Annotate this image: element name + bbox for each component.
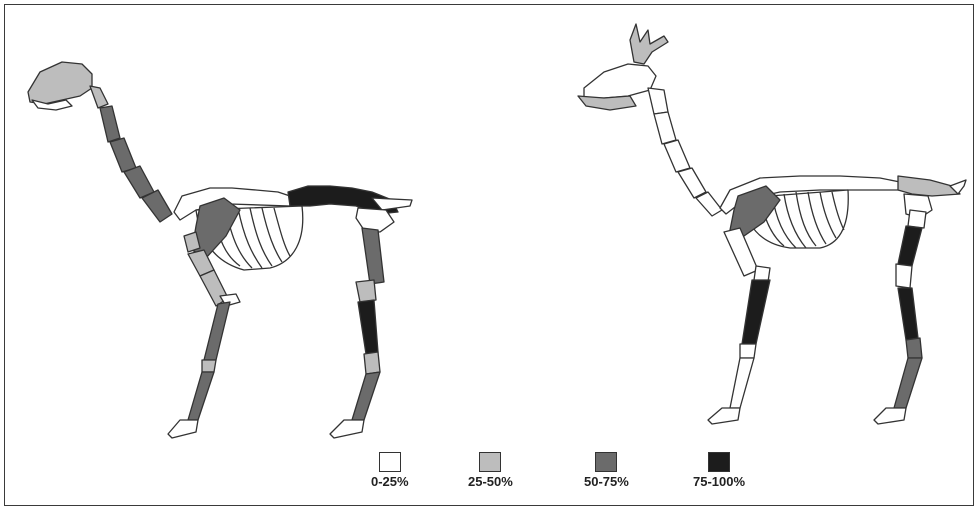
right-tibia-lower <box>898 288 918 340</box>
legend-label-75-100: 75-100% <box>693 474 745 489</box>
left-femur <box>362 228 384 284</box>
left-neck-vertebra-2 <box>100 106 120 142</box>
left-neck-vertebra-4 <box>124 166 154 198</box>
left-neck-vertebra-1 <box>90 86 108 108</box>
left-metatarsal <box>352 372 380 420</box>
left-stifle <box>356 280 376 302</box>
legend-item-50-75: 50-75% <box>584 452 629 489</box>
legend-swatch-50-75 <box>595 452 617 472</box>
legend-swatch-25-50 <box>479 452 501 472</box>
legend-label-25-50: 25-50% <box>468 474 513 489</box>
right-metatarsal <box>894 358 922 408</box>
legend-label-0-25: 0-25% <box>371 474 409 489</box>
right-antler <box>630 24 668 64</box>
right-front-hoof <box>708 408 740 424</box>
right-hind-hoof <box>874 408 906 424</box>
right-femur <box>908 210 926 228</box>
left-front-hoof <box>168 420 198 438</box>
right-neck-vertebra-4 <box>678 168 706 198</box>
left-carpal <box>202 360 216 372</box>
right-metacarpal <box>730 358 754 408</box>
right-carpal <box>740 344 756 358</box>
right-neck-vertebra-2 <box>654 112 676 144</box>
legend-item-0-25: 0-25% <box>371 452 409 489</box>
legend-item-25-50: 25-50% <box>468 452 513 489</box>
right-tarsal <box>906 338 922 358</box>
right-radius <box>742 280 770 344</box>
legend-label-50-75: 50-75% <box>584 474 629 489</box>
left-tibia <box>358 300 378 354</box>
right-jaw <box>578 96 636 110</box>
left-forearm <box>204 302 230 360</box>
right-humerus <box>724 228 758 276</box>
legend-swatch-75-100 <box>708 452 730 472</box>
left-metacarpal <box>188 372 214 420</box>
legend-item-75-100: 75-100% <box>693 452 745 489</box>
left-hind-hoof <box>330 420 364 438</box>
left-skull <box>28 62 92 104</box>
left-skeleton <box>28 62 412 438</box>
left-hock <box>364 352 380 374</box>
left-neck-vertebra-3 <box>110 138 136 172</box>
right-tibia-upper <box>898 226 922 266</box>
right-neck-vertebra-1 <box>648 88 668 114</box>
right-skull <box>584 64 656 98</box>
right-neck-vertebra-5 <box>696 192 722 216</box>
right-neck-vertebra-3 <box>664 140 690 172</box>
right-hock <box>896 264 912 288</box>
legend-swatch-0-25 <box>379 452 401 472</box>
right-skeleton <box>578 24 966 424</box>
